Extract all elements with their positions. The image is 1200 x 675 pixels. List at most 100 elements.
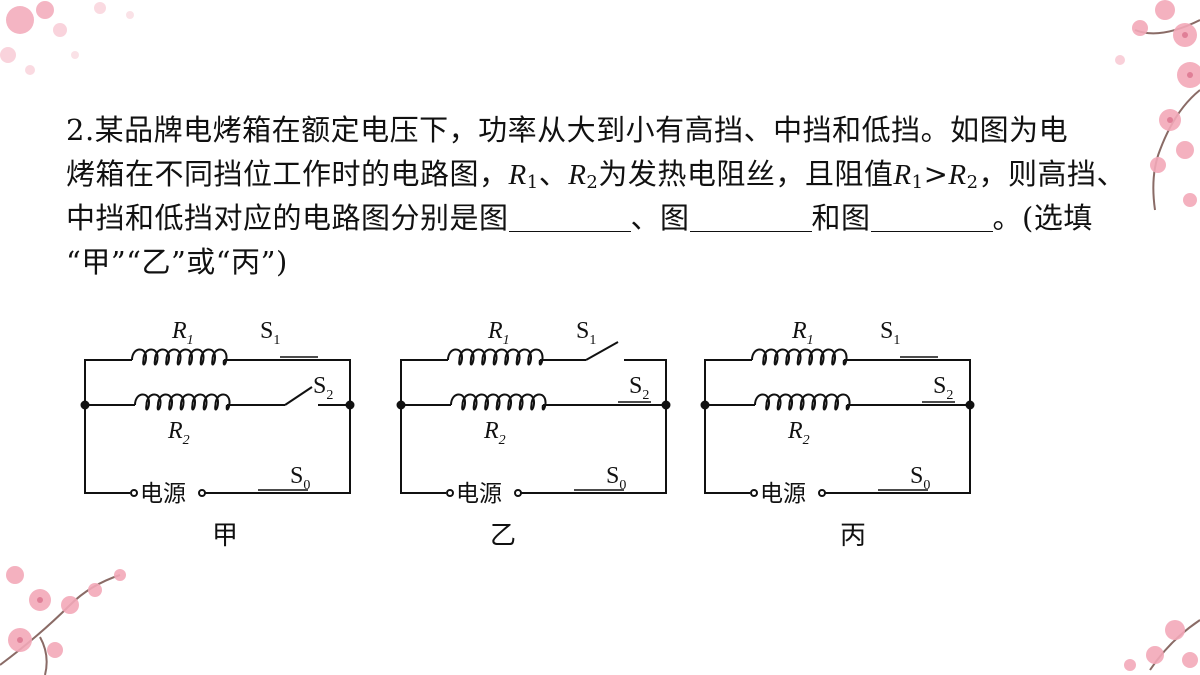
wire-left-bottom <box>84 405 130 494</box>
source-terminal <box>198 489 206 497</box>
junction-dot <box>345 400 355 410</box>
wire-left-bottom <box>400 405 446 494</box>
s1-subscript: 1 <box>589 333 596 348</box>
question-text-part: 和图 <box>811 201 871 235</box>
subscript: 1 <box>526 172 539 193</box>
caption-jia: 甲 <box>211 521 238 551</box>
s1-subscript: 1 <box>273 333 280 348</box>
symbol-r2: R <box>568 159 587 191</box>
r2-label: R2 <box>787 418 810 448</box>
s2-subscript: 2 <box>326 388 333 403</box>
source-terminal <box>818 489 826 497</box>
wire-left <box>704 359 752 405</box>
r1-coil <box>751 348 848 366</box>
wire <box>318 359 351 405</box>
question-text-part: 。(选填 <box>992 201 1093 235</box>
r1-coil <box>131 348 228 366</box>
r2-coil <box>134 393 231 411</box>
r2-subscript: 2 <box>803 433 810 448</box>
wire <box>938 359 971 405</box>
blossom-decoration-bottom-right <box>1124 619 1200 671</box>
r1-subscript: 1 <box>807 333 814 348</box>
junction-dot <box>661 400 671 410</box>
wire-right-bottom <box>315 405 351 494</box>
s0-label: S0 <box>606 463 626 493</box>
r1-subscript: 1 <box>503 333 510 348</box>
s0-subscript: 0 <box>303 478 310 493</box>
wire <box>624 359 667 405</box>
question-text-part: 中挡和低挡对应的电路图分别是图 <box>66 201 509 235</box>
greater-than-sign: > <box>923 157 949 191</box>
junction-dot <box>700 400 710 410</box>
s2-switch-open <box>284 386 313 406</box>
r1-coil <box>447 348 544 366</box>
junction-dot <box>80 400 90 410</box>
blossom-decoration-bottom-left <box>0 566 126 675</box>
question-line-4: “甲”“乙”或“丙”) <box>66 240 1166 284</box>
s0-subscript: 0 <box>619 478 626 493</box>
wire-left <box>84 359 132 405</box>
r2-subscript: 2 <box>183 433 190 448</box>
s2-subscript: 2 <box>642 388 649 403</box>
r1-label: R1 <box>487 318 510 348</box>
symbol-r2: R <box>948 159 967 191</box>
separator: 、 <box>538 157 569 191</box>
answer-blank-3[interactable] <box>870 201 993 232</box>
answer-blank-2[interactable] <box>689 201 812 232</box>
s1-subscript: 1 <box>893 333 900 348</box>
source-terminal <box>514 489 522 497</box>
r2-label: R2 <box>483 418 506 448</box>
power-source-label: 电源 <box>140 481 186 506</box>
r1-subscript: 1 <box>187 333 194 348</box>
subscript: 2 <box>586 172 599 193</box>
question-text-part: 、图 <box>630 201 690 235</box>
question-line-1: 2.某品牌电烤箱在额定电压下，功率从大到小有高挡、中挡和低挡。如图为电 <box>66 108 1166 152</box>
source-terminal <box>130 489 138 497</box>
s0-label: S0 <box>910 463 930 493</box>
s2-label: S2 <box>629 373 649 403</box>
blossom-decoration-top-left <box>0 1 134 75</box>
power-source-label: 电源 <box>760 481 806 506</box>
s1-switch-open <box>585 341 619 361</box>
r1-label: R1 <box>171 318 194 348</box>
wire-right-bottom <box>935 405 971 494</box>
r2-coil <box>754 393 851 411</box>
r2-coil <box>450 393 547 411</box>
power-source-label: 电源 <box>456 481 502 506</box>
wire-right-bottom <box>631 405 667 494</box>
junction-dot <box>965 400 975 410</box>
question-text: 2.某品牌电烤箱在额定电压下，功率从大到小有高挡、中挡和低挡。如图为电 烤箱在不… <box>66 108 1166 284</box>
caption-bing: 丙 <box>839 521 866 551</box>
r1-label: R1 <box>791 318 814 348</box>
question-line-2: 烤箱在不同挡位工作时的电路图，R1、R2为发热电阻丝，且阻值R1>R2，则高挡、 <box>66 152 1166 196</box>
subscript: 1 <box>911 172 924 193</box>
s0-label: S0 <box>290 463 310 493</box>
wire-left-bottom <box>704 405 750 494</box>
s1-label: S1 <box>880 318 900 348</box>
s1-label: S1 <box>260 318 280 348</box>
blossom-decoration-top-right <box>1115 0 1200 211</box>
question-text-part: 烤箱在不同挡位工作时的电路图， <box>66 157 509 191</box>
s1-label: S1 <box>576 318 596 348</box>
junction-dot <box>396 400 406 410</box>
s2-label: S2 <box>313 373 333 403</box>
s2-label: S2 <box>933 373 953 403</box>
answer-blank-1[interactable] <box>508 201 631 232</box>
r2-subscript: 2 <box>499 433 506 448</box>
caption-yi: 乙 <box>489 521 516 551</box>
question-text-part: ，则高挡、 <box>978 157 1127 191</box>
r2-label: R2 <box>167 418 190 448</box>
s0-subscript: 0 <box>923 478 930 493</box>
source-terminal <box>750 489 758 497</box>
symbol-r1: R <box>893 159 912 191</box>
question-line-3: 中挡和低挡对应的电路图分别是图 、图 和图 。(选填 <box>66 196 1166 240</box>
question-text-part: 为发热电阻丝，且阻值 <box>598 157 894 191</box>
source-terminal <box>446 489 454 497</box>
question-number: 2. <box>66 113 95 147</box>
question-text-part: 某品牌电烤箱在额定电压下，功率从大到小有高挡、中挡和低挡。如图为电 <box>94 113 1069 147</box>
s2-subscript: 2 <box>946 388 953 403</box>
subscript: 2 <box>966 172 979 193</box>
